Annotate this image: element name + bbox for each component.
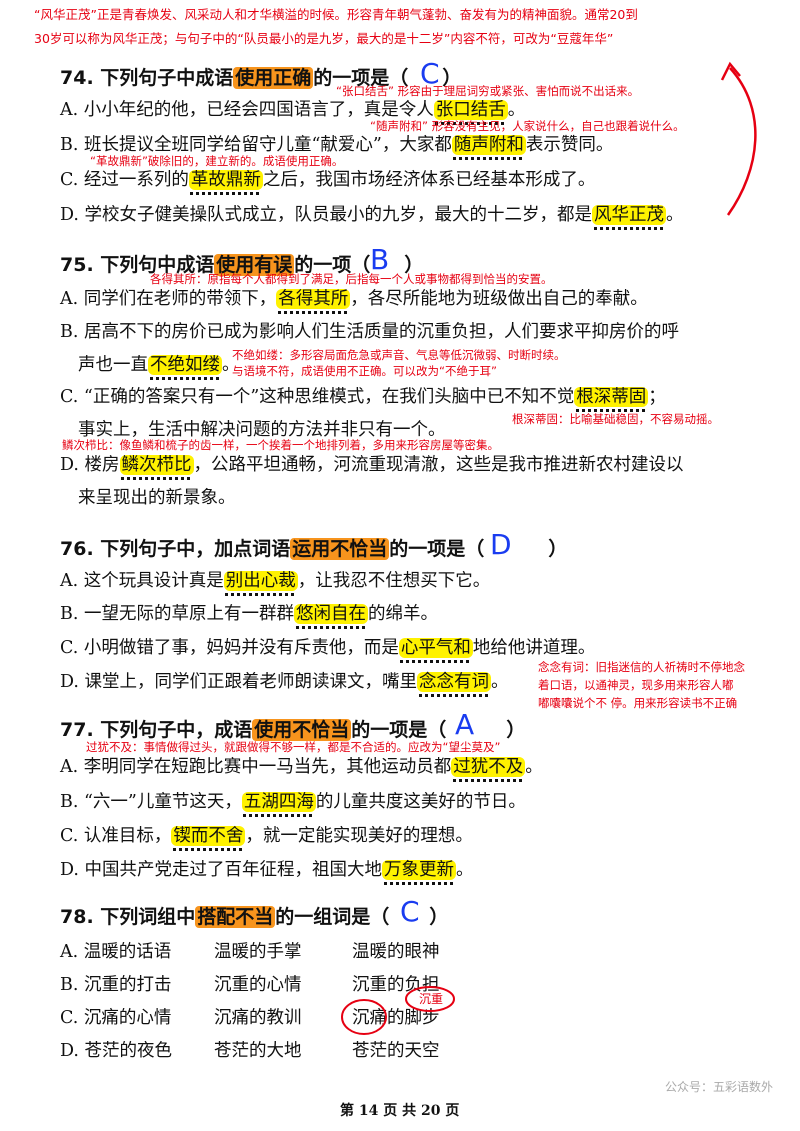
q78-row-c-col2: 沉痛的教训 xyxy=(214,1008,302,1028)
top-note-line1: “风华正茂”正是青春焕发、风采动人和才华横溢的时候。形容青年朝气蓬勃、奋发有为的… xyxy=(34,7,638,22)
annotation-arrow xyxy=(720,61,757,216)
q74-answer: C xyxy=(420,57,440,90)
q74-note-a: “张口结舌” 形容由于理屈词穷或紧张、害怕而说不出话来。 xyxy=(336,84,640,98)
q76-note-d1: 念念有词：旧指迷信的人祈祷时不停地念 xyxy=(538,660,745,674)
q74-title: 74. 下列句子中成语使用正确的一项是（） xyxy=(60,67,462,89)
q75-option-c: C. “正确的答案只有一个”这种思维模式，在我们头脑中已不知不觉根深蒂固； xyxy=(60,387,666,407)
q78-row-c-col3: 沉痛的脚步 xyxy=(352,1008,440,1028)
q74-option-b: B. 班长提议全班同学给留守儿童“献爱心”，大家都随声附和表示赞同。 xyxy=(60,135,614,155)
q78-row-a-col1: A. 温暖的话语 xyxy=(60,942,172,962)
q76-option-b: B. 一望无际的草原上有一群群悠闲自在的绵羊。 xyxy=(60,604,438,624)
q75-option-d: D. 楼房鳞次栉比，公路平坦通畅，河流重现清澈，这些是我市推进新农村建设以 xyxy=(60,455,684,475)
q78-row-a-col3: 温暖的眼神 xyxy=(352,942,440,962)
q78-row-a-col2: 温暖的手掌 xyxy=(214,942,302,962)
q78-row-d-col3: 苍茫的天空 xyxy=(352,1041,440,1061)
q77-option-a: A. 李明同学在短跑比赛中一马当先，其他运动员都过犹不及。 xyxy=(60,757,543,777)
q78-row-d-col2: 苍茫的大地 xyxy=(214,1041,302,1061)
q76-note-d2: 着口语，以通神灵，现多用来形容人嘟 xyxy=(538,678,734,692)
correction-marks xyxy=(341,986,455,1035)
q75-option-d-line2: 来呈现出的新景象。 xyxy=(78,488,236,508)
q76-note-d3: 嘟囔囔说个不 停。用来形容读书不正确 xyxy=(538,696,738,710)
q74-option-a: A. 小小年纪的他，已经会四国语言了，真是令人张口结舌。 xyxy=(60,100,526,120)
q75-note-b1: 不绝如缕：多形容局面危急或声音、气息等低沉微弱、时断时续。 xyxy=(232,348,566,362)
q75-note-a: 各得其所：原指每个人都得到了满足，后指每一个人或事物都得到恰当的安置。 xyxy=(150,272,553,286)
q75-note-d: 鳞次栉比：像鱼鳞和梳子的齿一样，一个挨着一个地排列着，多用来形容房屋等密集。 xyxy=(62,438,499,452)
q74-note-c: “革故鼎新”破除旧的，建立新的。成语使用正确。 xyxy=(90,154,344,168)
q75-title: 75. 下列句中成语使用有误的一项（） xyxy=(60,254,424,276)
q75-option-b-line2: 声也一直不绝如缕。 xyxy=(78,355,240,375)
q77-answer: A xyxy=(455,708,475,741)
page-number: 第 14 页 共 20 页 xyxy=(340,1103,460,1119)
q74-option-d: D. 学校女子健美操队式成立，队员最小的九岁，最大的十二岁，都是风华正茂。 xyxy=(60,205,684,225)
q75-option-a: A. 同学们在老师的带领下，各得其所，各尽所能地为班级做出自己的奉献。 xyxy=(60,289,648,309)
q78-row-d-col1: D. 苍茫的夜色 xyxy=(60,1041,173,1061)
q77-option-b: B. “六一”儿童节这天，五湖四海的儿童共度这美好的节日。 xyxy=(60,792,526,812)
q78-row-b-col1: B. 沉重的打击 xyxy=(60,975,172,995)
q78-row-c-col1: C. 沉痛的心情 xyxy=(60,1008,172,1028)
q76-option-c: C. 小明做错了事，妈妈并没有斥责他，而是心平气和地给他讲道理。 xyxy=(60,638,596,658)
q75-option-b-line1: B. 居高不下的房价已成为影响人们生活质量的沉重负担，人们要求平抑房价的呼 xyxy=(60,322,679,342)
q77-note-a: 过犹不及：事情做得过头，就跟做得不够一样，都是不合适的。应改为“望尘莫及” xyxy=(86,740,501,754)
q77-title: 77. 下列句子中，成语使用不恰当的一项是（） xyxy=(60,719,526,741)
q75-answer: B xyxy=(370,243,390,276)
q75-note-b2: 与语境不符，成语使用不正确。可以改为“不绝于耳” xyxy=(232,364,497,378)
top-note-line2: 30岁可以称为风华正茂；与句子中的“队员最小的是九岁，最大的是十二岁”内容不符，… xyxy=(34,31,614,46)
q74-option-c: C. 经过一系列的革故鼎新之后，我国市场经济体系已经基本形成了。 xyxy=(60,170,596,190)
q74-note-b: “随声附和” 形容没有主见，人家说什么，自己也跟着说什么。 xyxy=(370,119,685,133)
q78-row-b-col2: 沉重的心情 xyxy=(214,975,302,995)
q78-row-b-col3: 沉重的负担 xyxy=(352,975,440,995)
q78-answer: C xyxy=(400,895,420,928)
q77-option-c: C. 认准目标，锲而不舍，就一定能实现美好的理想。 xyxy=(60,826,473,846)
q75-note-c: 根深蒂固：比喻基础稳固，不容易动摇。 xyxy=(512,412,719,426)
q78-title: 78. 下列词组中搭配不当的一组词是（） xyxy=(60,906,449,928)
q76-answer: D xyxy=(490,528,512,561)
q76-option-d: D. 课堂上，同学们正跟着老师朗读课文，嘴里念念有词。 xyxy=(60,672,509,692)
q77-option-d: D. 中国共产党走过了百年征程，祖国大地万象更新。 xyxy=(60,860,474,880)
q76-option-a: A. 这个玩具设计真是别出心裁，让我忍不住想买下它。 xyxy=(60,571,491,591)
q75-option-c-line2: 事实上，生活中解决问题的方法并非只有一个。 xyxy=(78,420,446,440)
q78-correction: 沉重 xyxy=(419,992,444,1006)
watermark: 公众号：五彩语数外 xyxy=(665,1080,774,1094)
q76-title: 76. 下列句子中，加点词语运用不恰当的一项是（） xyxy=(60,538,568,560)
